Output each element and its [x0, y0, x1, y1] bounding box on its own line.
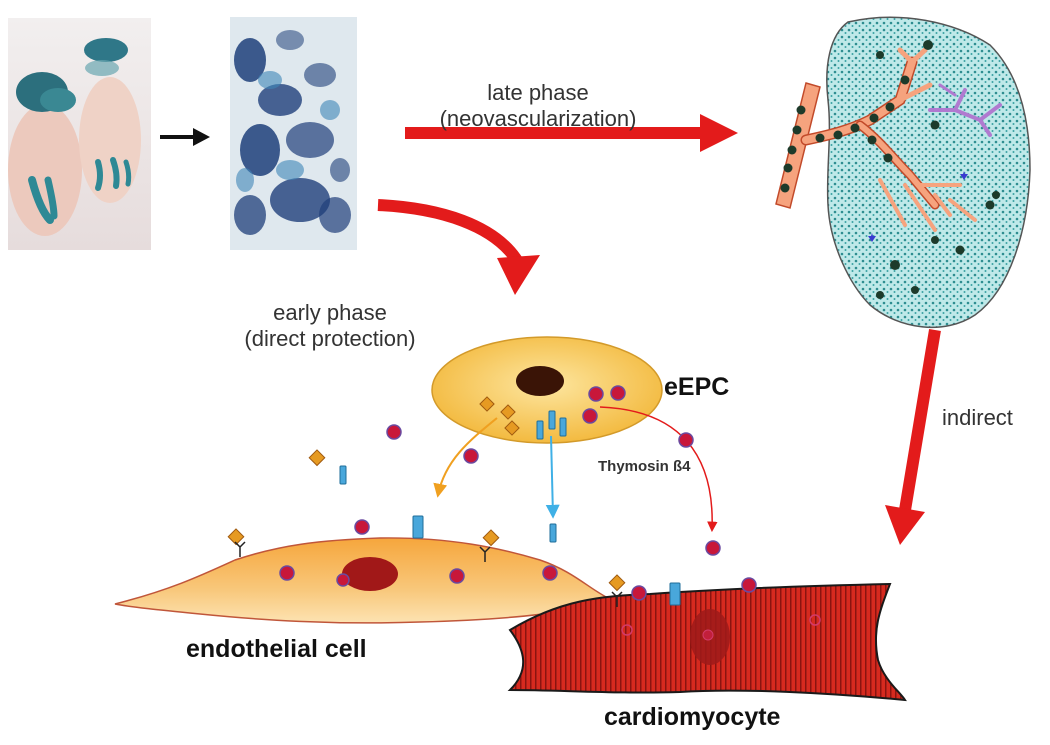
early-phase-arrow [377, 199, 540, 295]
cell-micrograph-photo [230, 17, 357, 250]
red-circle-factors [279, 385, 757, 601]
late-phase-arrow [405, 114, 738, 152]
black-arrow [160, 128, 210, 146]
endothelial-cell [114, 537, 615, 624]
late-phase-title: late phase [487, 80, 589, 105]
late-phase-label: late phase (neovascularization) [438, 80, 638, 132]
cardiomyocyte-label: cardiomyocyte [604, 703, 781, 731]
blue-bar-factors [339, 410, 681, 606]
indirect-arrow [885, 329, 941, 545]
receptors [234, 541, 623, 607]
stained-embryo-photo [8, 18, 151, 250]
thymosin-label: Thymosin ß4 [598, 458, 691, 475]
endothelial-cell-label: endothelial cell [186, 635, 367, 663]
late-phase-subtitle: (neovascularization) [439, 106, 637, 131]
early-phase-label: early phase (direct protection) [230, 300, 430, 352]
early-phase-subtitle: (direct protection) [244, 326, 416, 351]
infarcted-heart-illustration [775, 16, 1031, 328]
orange-diamond-factors [227, 396, 626, 592]
early-phase-title: early phase [273, 300, 387, 325]
indirect-label: indirect [942, 405, 1013, 430]
eepc-label: eEPC [664, 373, 730, 401]
eepc-cell [431, 336, 663, 444]
cardiomyocyte-cell [507, 582, 907, 702]
